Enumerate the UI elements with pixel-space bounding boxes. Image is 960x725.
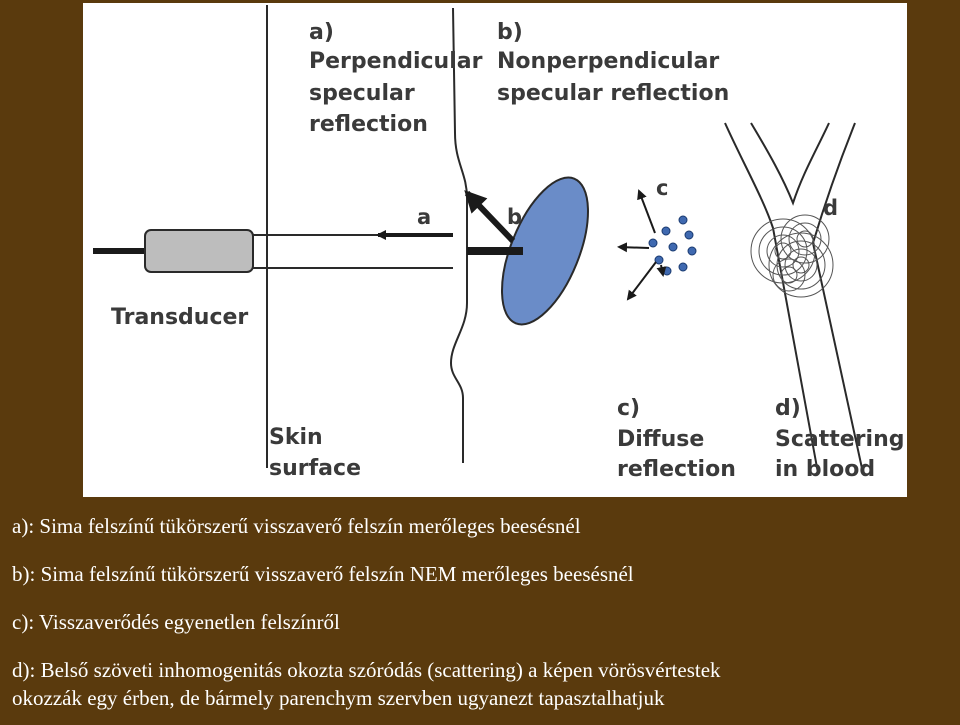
caption-a: a): Sima felszínű tükörszerű visszaverő … — [12, 514, 581, 538]
label-b-heading: b) — [497, 20, 523, 45]
ultrasound-reflection-diagram: a) Perpendicular specular reflection b) … — [83, 3, 907, 497]
caption-b: b): Sima felszínű tükörszerű visszaverő … — [12, 562, 634, 586]
blood-vessel — [724, 122, 864, 474]
tissue-boundary — [449, 7, 468, 463]
label-d-line2: in blood — [775, 457, 875, 482]
arrow-b-label: b — [507, 205, 522, 229]
label-a-heading: a) — [309, 20, 334, 45]
label-c-line2: reflection — [617, 457, 736, 482]
arrow-c-label: c — [656, 176, 668, 200]
label-b-line1: Nonperpendicular — [497, 49, 719, 74]
label-c-heading: c) — [617, 396, 640, 421]
skin-label-line2: surface — [269, 456, 361, 481]
transducer — [93, 229, 453, 273]
caption-c: c): Visszaverődés egyenetlen felszínről — [12, 610, 340, 634]
diffuse-scatterers — [648, 215, 697, 276]
label-a-line1: Perpendicular — [309, 49, 483, 74]
label-a-line2: specular — [309, 81, 415, 106]
label-d-line1: Scattering — [775, 427, 905, 452]
arrow-a-label: a — [417, 205, 431, 229]
skin-label-line1: Skin — [269, 425, 323, 450]
label-d-heading: d) — [775, 396, 801, 421]
scattering-waves — [750, 214, 834, 298]
diffuse-arrows — [617, 189, 667, 301]
caption-d-line2: okozzák egy érben, de bármely parenchym … — [12, 686, 665, 710]
arrow-d-label: d — [823, 196, 838, 220]
label-c-line1: Diffuse — [617, 427, 704, 452]
arrow-b — [464, 190, 516, 244]
label-b-line2: specular reflection — [497, 81, 729, 106]
label-a-line3: reflection — [309, 112, 428, 137]
transducer-label: Transducer — [111, 305, 248, 330]
caption-d-line1: d): Belső szöveti inhomogenitás okozta s… — [12, 658, 721, 682]
